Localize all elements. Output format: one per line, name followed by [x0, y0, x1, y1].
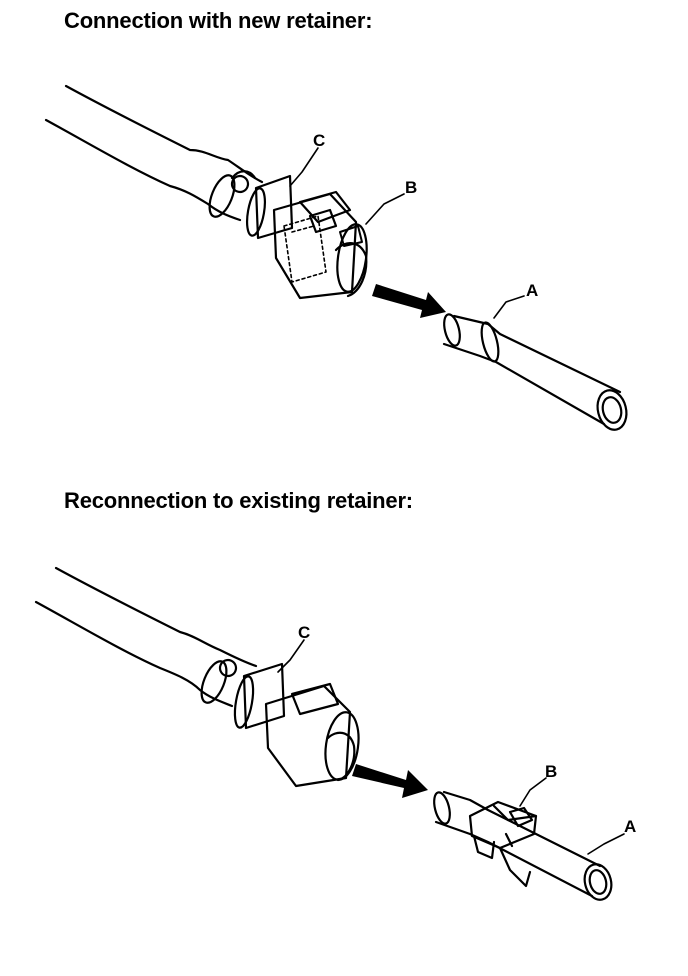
- callout-c-1: C: [313, 131, 325, 150]
- pipe-a-2: [433, 790, 613, 901]
- callout-c-2: C: [298, 623, 310, 642]
- callout-b-2: B: [545, 762, 557, 781]
- retainer-b-2: [468, 800, 538, 888]
- callout-b-1: B: [405, 178, 417, 197]
- direction-arrow-2: [352, 764, 428, 798]
- direction-arrow-1: [372, 284, 446, 318]
- new-retainer-illustration: C B A: [44, 84, 628, 431]
- section-heading-new-retainer: Connection with new retainer:: [64, 8, 373, 33]
- quick-connector-c-2: [233, 662, 360, 788]
- fuel-hose-2: [54, 566, 258, 668]
- fuel-hose-1: [64, 84, 264, 184]
- pipe-a-1: [442, 313, 628, 431]
- quick-connector-c-1: [245, 174, 368, 300]
- callout-a-2: A: [624, 817, 636, 836]
- retainer-b-1: [283, 215, 327, 283]
- section-heading-existing-retainer: Reconnection to existing retainer:: [64, 488, 413, 513]
- callout-a-1: A: [526, 281, 538, 300]
